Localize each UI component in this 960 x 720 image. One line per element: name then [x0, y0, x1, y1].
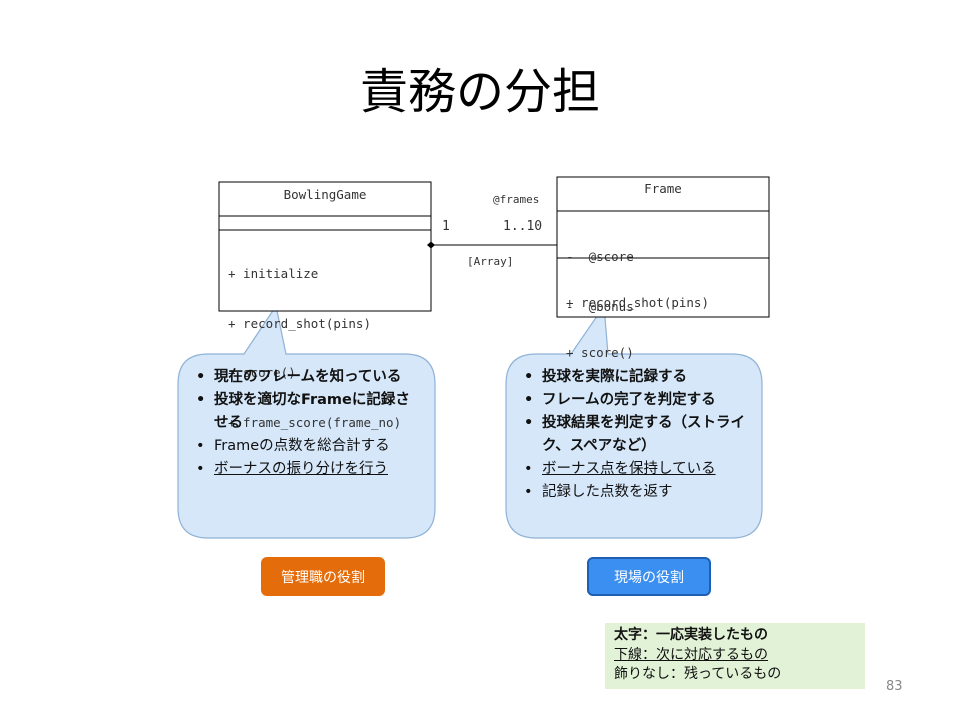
list-item: Frameの点数を総合計する: [192, 435, 422, 458]
slide-title: 責務の分担: [359, 64, 600, 120]
bowling-game-class-name: BowlingGame: [283, 187, 367, 202]
left-multiplicity: 1: [442, 219, 450, 234]
page-number: 83: [886, 679, 903, 694]
list-item: 記録した点数を返す: [520, 481, 752, 504]
frame-class-name: Frame: [644, 181, 682, 196]
manager-role-label: 管理職の役割: [261, 557, 385, 596]
association-role-label: @frames: [493, 193, 540, 206]
field-responsibilities: 投球を実際に記録する フレームの完了を判定する 投球結果を判定する（ストライク、…: [520, 366, 752, 504]
legend-plain: 飾りなし：残っているもの: [614, 666, 782, 682]
field-role-label: 現場の役割: [587, 557, 711, 596]
legend-box: 太字：一応実装したもの 下線：次に対応するもの 飾りなし：残っているもの: [605, 623, 865, 689]
list-item: ボーナス点を保持している: [520, 458, 752, 481]
list-item: 投球を適切なFrameに記録させる: [192, 389, 422, 435]
bowling-game-class-box: [218, 181, 432, 312]
method-item: + score(): [566, 344, 634, 360]
right-multiplicity: 1..10: [503, 219, 543, 234]
list-item: 現在のフレームを知っている: [192, 366, 422, 389]
method-item: + record_shot(pins): [228, 315, 371, 331]
legend-bold: 太字：一応実装したもの: [614, 627, 768, 643]
manager-responsibilities: 現在のフレームを知っている 投球を適切なFrameに記録させる Frameの点数…: [192, 366, 422, 481]
aggregation-diamond: [427, 241, 435, 249]
method-item: + record_shot(pins): [566, 295, 709, 310]
attribute-item: - @bonus: [566, 298, 634, 314]
list-item: 投球結果を判定する（ストライク、スペアなど）: [520, 412, 752, 458]
list-item: ボーナスの振り分けを行う: [192, 458, 422, 481]
legend-underline: 下線：次に対応するもの: [614, 646, 768, 663]
list-item: フレームの完了を判定する: [520, 389, 752, 412]
frame-methods: + record_shot(pins) + score(): [566, 262, 709, 378]
association-type-label: [Array]: [467, 255, 514, 268]
frame-class-box: [556, 176, 770, 318]
method-item: + initialize: [228, 266, 319, 281]
attribute-item: - @score: [566, 249, 634, 264]
frame-attributes: - @score - @bonus: [566, 216, 634, 332]
list-item: 投球を実際に記録する: [520, 366, 752, 389]
